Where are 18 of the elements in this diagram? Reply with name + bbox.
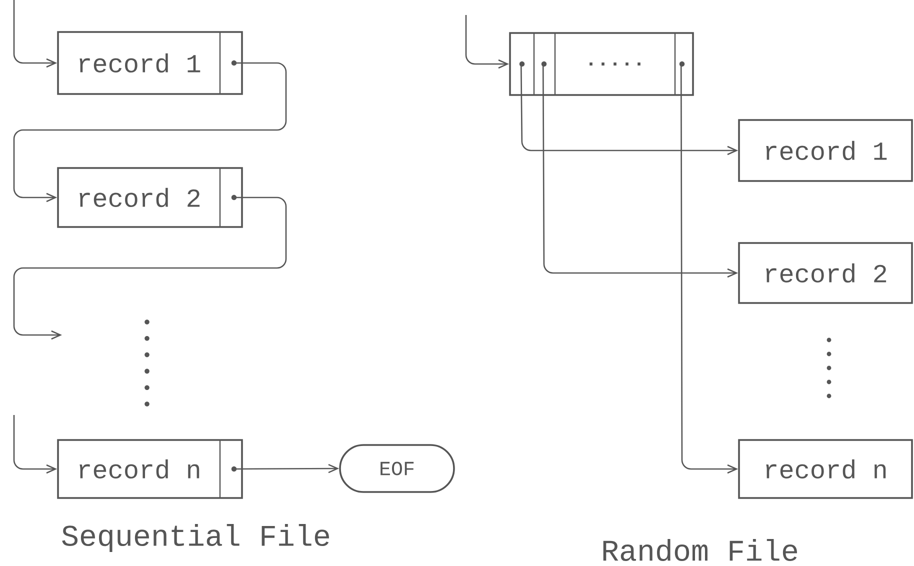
caption: Sequential File [62, 524, 329, 552]
index-block: ..... [509, 32, 694, 96]
arrow [465, 15, 510, 69]
record-box: record n [738, 439, 913, 499]
record-box: record 2 [738, 242, 913, 304]
terminator-box: EOF [339, 444, 455, 493]
arrow [13, 196, 287, 340]
arrow [13, 0, 58, 68]
arrow [520, 64, 738, 156]
record-box: record n [57, 439, 243, 499]
arrow [680, 64, 738, 474]
record-box: record 2 [57, 167, 243, 228]
arrow [13, 415, 58, 474]
arrow [13, 62, 287, 202]
record-box: record 1 [57, 31, 243, 95]
arrow [542, 64, 738, 278]
record-box: record 1 [738, 119, 913, 182]
caption: Random File [603, 538, 798, 562]
